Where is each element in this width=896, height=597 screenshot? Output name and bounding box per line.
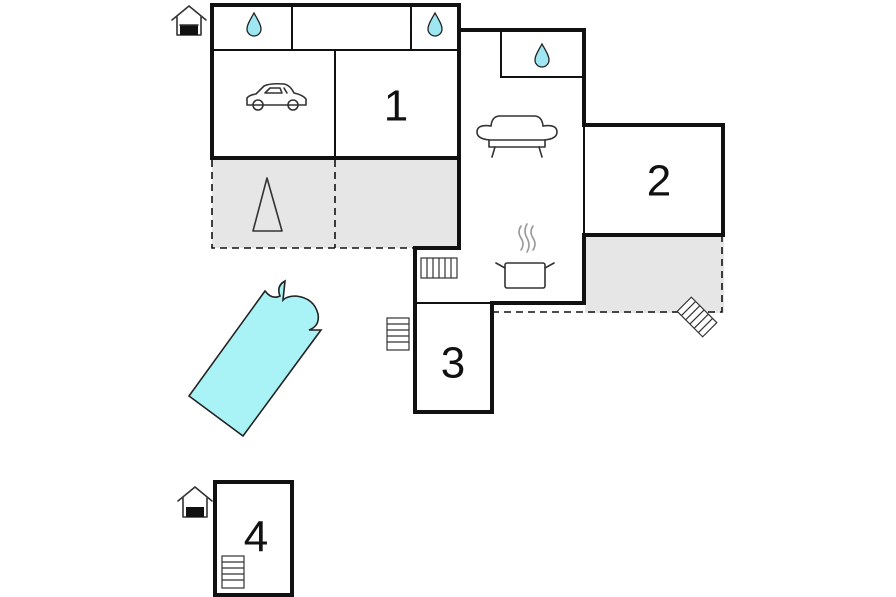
house-entrance-icon <box>171 5 207 36</box>
annex-building-walls <box>213 480 294 597</box>
house-entrance-icon <box>177 486 213 518</box>
main-building-walls <box>210 3 725 414</box>
cooking-pot-icon <box>495 223 555 289</box>
swimming-pool <box>187 279 323 438</box>
stairs-icon <box>420 257 458 279</box>
water-drop-icon <box>427 11 443 37</box>
water-drop-icon <box>534 42 550 68</box>
stairs-icon <box>221 555 245 589</box>
water-drop-icon <box>246 11 262 37</box>
terrace-right <box>492 235 724 313</box>
room-3-label: 3 <box>441 339 465 388</box>
tent-icon <box>252 177 283 232</box>
stairs-icon <box>386 317 410 351</box>
room-2-label: 2 <box>647 157 671 206</box>
room-1-label: 1 <box>384 82 408 131</box>
terrace-left <box>211 158 459 249</box>
room-4-label: 4 <box>244 513 268 562</box>
car-icon <box>246 82 307 111</box>
sofa-icon <box>476 115 558 158</box>
stairs-icon <box>676 296 718 338</box>
